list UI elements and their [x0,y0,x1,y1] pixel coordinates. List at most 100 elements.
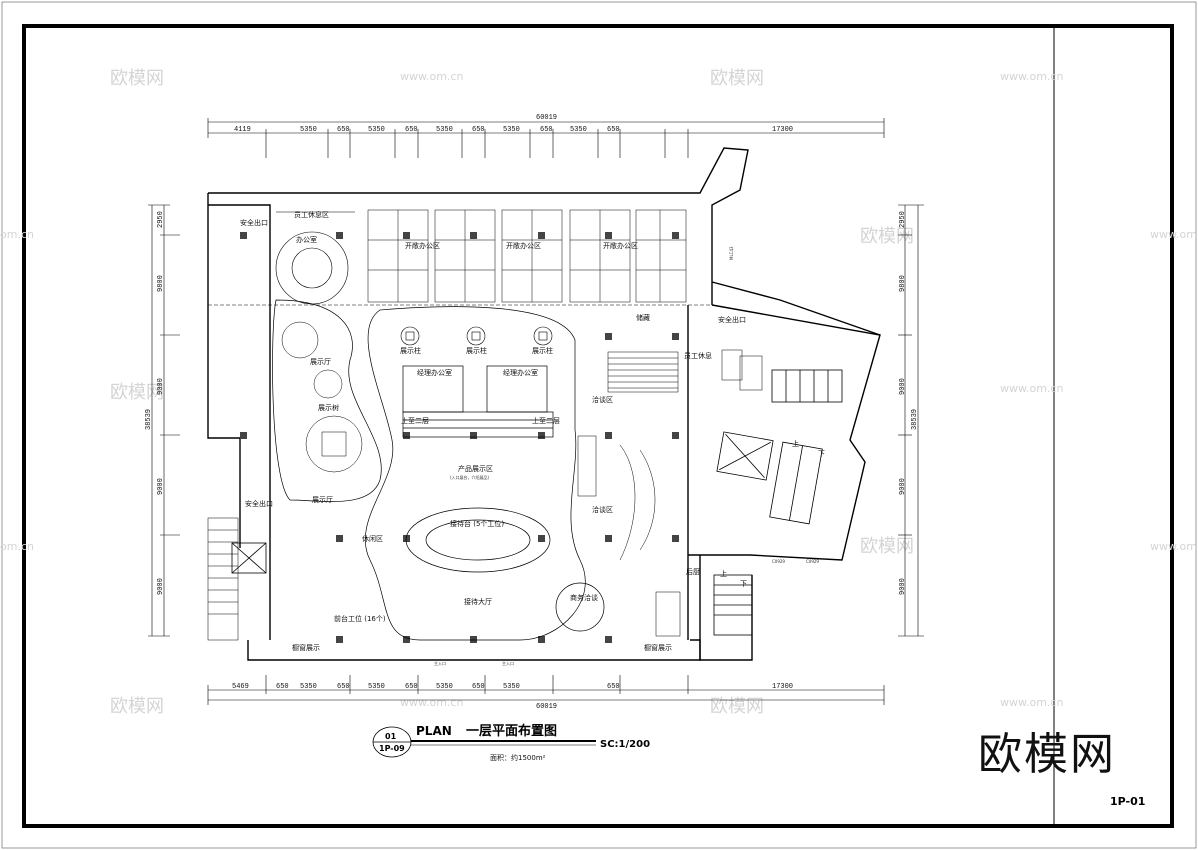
dim-label: 650 [607,683,620,691]
dim-label: 17300 [772,683,793,691]
label-display-col: 展示柱 [400,346,421,355]
label-vip-nego: 洽谈区 [592,505,613,514]
label-open-office: 开敞办公区 [603,241,638,250]
room-labels: 员工休息区 办公室 开敞办公区 开敞办公区 开敞办公区 储藏 安全出口 安全出口… [240,210,825,666]
dim-label: 5350 [368,126,385,134]
label-up: 上 [720,569,727,578]
watermark: www.om.cn [400,696,463,709]
label-leisure-area: 休闲区 [362,534,383,543]
label-entrance: 主入口 [502,660,514,666]
label-kitchen: 后厨 [686,567,700,576]
label-staff-rest: 员工休息区 [294,210,329,219]
label-down: 下 [740,580,747,588]
watermarks: 欧模网 www.om.cn 欧模网 www.om.cn om.cn 欧模网 ww… [0,68,1198,717]
meeting-room [275,211,355,305]
drawing-area: 面积：约1500m² [490,753,546,762]
dim-label: 5350 [300,126,317,134]
display-columns [400,326,553,346]
dimension-right [898,204,924,637]
dim-bottom-total: 60019 [536,703,557,711]
label-up-stairs: 上至二层 [401,416,429,425]
dim-label: 9800 [899,275,907,292]
title-block: 01 1P-09 PLAN 一层平面布置图 SC:1/200 面积：约1500m… [372,723,1145,808]
watermark: 欧模网 [710,696,764,717]
label-workstations: 前台工位 (16个) [334,614,386,623]
drawing-title: 一层平面布置图 [466,723,557,739]
label-product-display: 产品展示区 [458,464,493,473]
label-up: 上 [792,439,799,448]
dim-label: 5350 [436,126,453,134]
label-reception-desk: 接待台 (5个工位) [450,519,504,528]
label-entrance: 主入口 [434,660,446,666]
label-open-office: 开敞办公区 [506,241,541,250]
display-tree [281,321,363,473]
label-business-nego: 商务洽谈 [570,593,598,602]
label-product-display-sub: (入口展台，介绍展品) [450,474,490,480]
dim-top-segments: 4119 5350 650 5350 650 5350 650 5350 650… [234,126,793,134]
dim-label: 5350 [436,683,453,691]
dim-label: 650 [405,683,418,691]
label-elevator-code: C0929 [806,559,819,564]
manager-offices [402,365,554,438]
dim-top-total: 60019 [536,114,557,122]
label-reception-hall: 接待大厅 [464,597,492,606]
logo-text: 欧模网 [978,729,1116,780]
watermark: www.om.cn [1000,382,1063,395]
east-wing [231,369,843,636]
label-display-tree: 展示树 [318,403,339,412]
drawing-number-top: 01 [385,732,397,741]
dim-label: 9000 [157,478,165,495]
exterior-stair-left [207,517,239,641]
building-walls [207,147,881,661]
label-nego-area: 洽谈区 [592,395,613,404]
dim-label: 5350 [368,683,385,691]
dim-label: 2950 [899,211,907,228]
dim-label: 9000 [157,378,165,395]
dim-label: 9000 [899,578,907,595]
watermark: om.cn [0,540,34,553]
sheet-number: 1P-01 [1110,795,1145,808]
dim-label: 38539 [911,409,919,430]
dim-label: 5469 [232,683,249,691]
dim-label: 650 [337,126,350,134]
label-staff-rest-2: 员工休息 [684,351,712,360]
dim-label: 650 [472,683,485,691]
dim-label: 5350 [300,683,317,691]
label-down: 下 [818,450,825,458]
dim-label: 650 [337,683,350,691]
dim-label: 650 [540,126,553,134]
dimension-top [207,118,885,158]
central-staircase [607,351,679,393]
dimension-bottom [207,675,885,705]
columns [240,232,679,643]
dim-label: 17300 [772,126,793,134]
dim-label: 9000 [899,378,907,395]
dim-label: 650 [472,126,485,134]
label-window-display: 橱窗展示 [292,643,320,652]
dim-label: 650 [276,683,289,691]
dim-label: 650 [607,126,620,134]
dim-label: 9800 [157,275,165,292]
watermark: 欧模网 [710,68,764,89]
drawing-border [22,24,1174,828]
east-wing-fixtures [721,349,763,391]
watermark: 欧模网 [110,696,164,717]
label-mlc-code: MLC43 [729,246,734,260]
watermark: 欧模网 [860,226,914,247]
label-mgr-office: 经理办公室 [417,368,452,377]
drawing-number-bottom: 1P-09 [379,744,405,753]
dim-right-labels: 38539 2950 9800 9000 9000 9000 [899,211,919,595]
watermark: www.om.cn [1150,228,1198,241]
dim-bottom-segments: 5469 650 5350 650 5350 650 5350 650 5350… [232,683,793,691]
watermark: 欧模网 [110,68,164,89]
display-hall-boundary [272,299,605,641]
label-open-office: 开敞办公区 [405,241,440,250]
open-office-desks [208,209,712,306]
watermark: www.om.cn [1000,696,1063,709]
label-display-col: 展示柱 [466,346,487,355]
watermark: www.om.cn [1000,70,1063,83]
dim-label: 4119 [234,126,251,134]
watermark: om.cn [0,228,34,241]
dimension-left [148,204,180,637]
